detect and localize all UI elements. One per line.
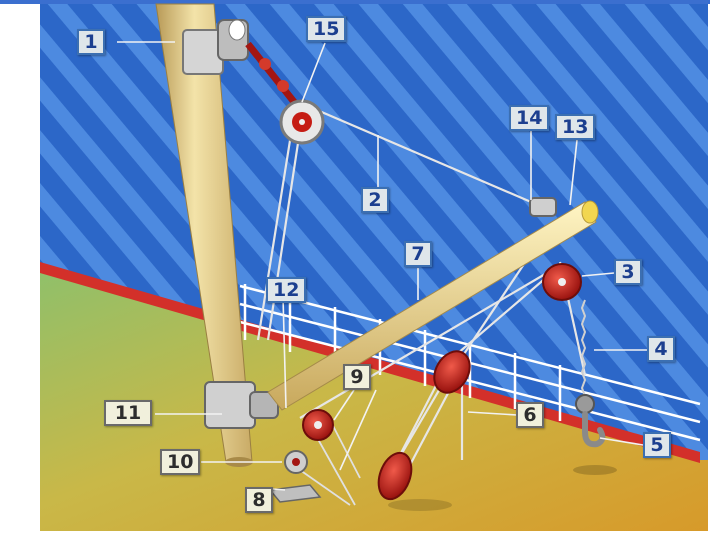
guy-tackle-upper-block — [433, 350, 471, 394]
derrick-boom — [267, 200, 599, 411]
block-shadow — [388, 499, 452, 511]
lead-block — [284, 450, 308, 474]
label-5: 5 — [643, 432, 671, 458]
masthead-chain — [245, 41, 305, 115]
mast-top-band — [182, 19, 249, 75]
label-3: 3 — [614, 259, 642, 285]
boom-head-fitting — [529, 197, 557, 217]
cargo-hook — [582, 411, 606, 448]
swivel — [575, 394, 595, 414]
leader-lines — [117, 41, 648, 491]
cargo-block — [542, 263, 582, 301]
label-9: 9 — [343, 364, 371, 390]
gooseneck-band — [204, 381, 279, 429]
label-15: 15 — [306, 16, 347, 42]
hook-shadow — [573, 465, 617, 475]
label-7: 7 — [404, 241, 432, 267]
label-10: 10 — [160, 449, 201, 475]
guy-tackle-lower-block — [377, 451, 413, 501]
label-8: 8 — [245, 487, 273, 513]
span-block — [279, 99, 325, 145]
label-2: 2 — [361, 187, 389, 213]
label-13: 13 — [555, 114, 596, 140]
label-1: 1 — [77, 29, 105, 55]
left-margin — [0, 4, 40, 537]
bottom-margin — [0, 531, 710, 537]
label-14: 14 — [509, 105, 550, 131]
heel-block — [302, 409, 334, 441]
label-6: 6 — [516, 402, 544, 428]
label-4: 4 — [647, 336, 675, 362]
hoist-chain — [580, 299, 587, 397]
label-11: 11 — [104, 400, 152, 426]
label-12: 12 — [266, 277, 307, 303]
